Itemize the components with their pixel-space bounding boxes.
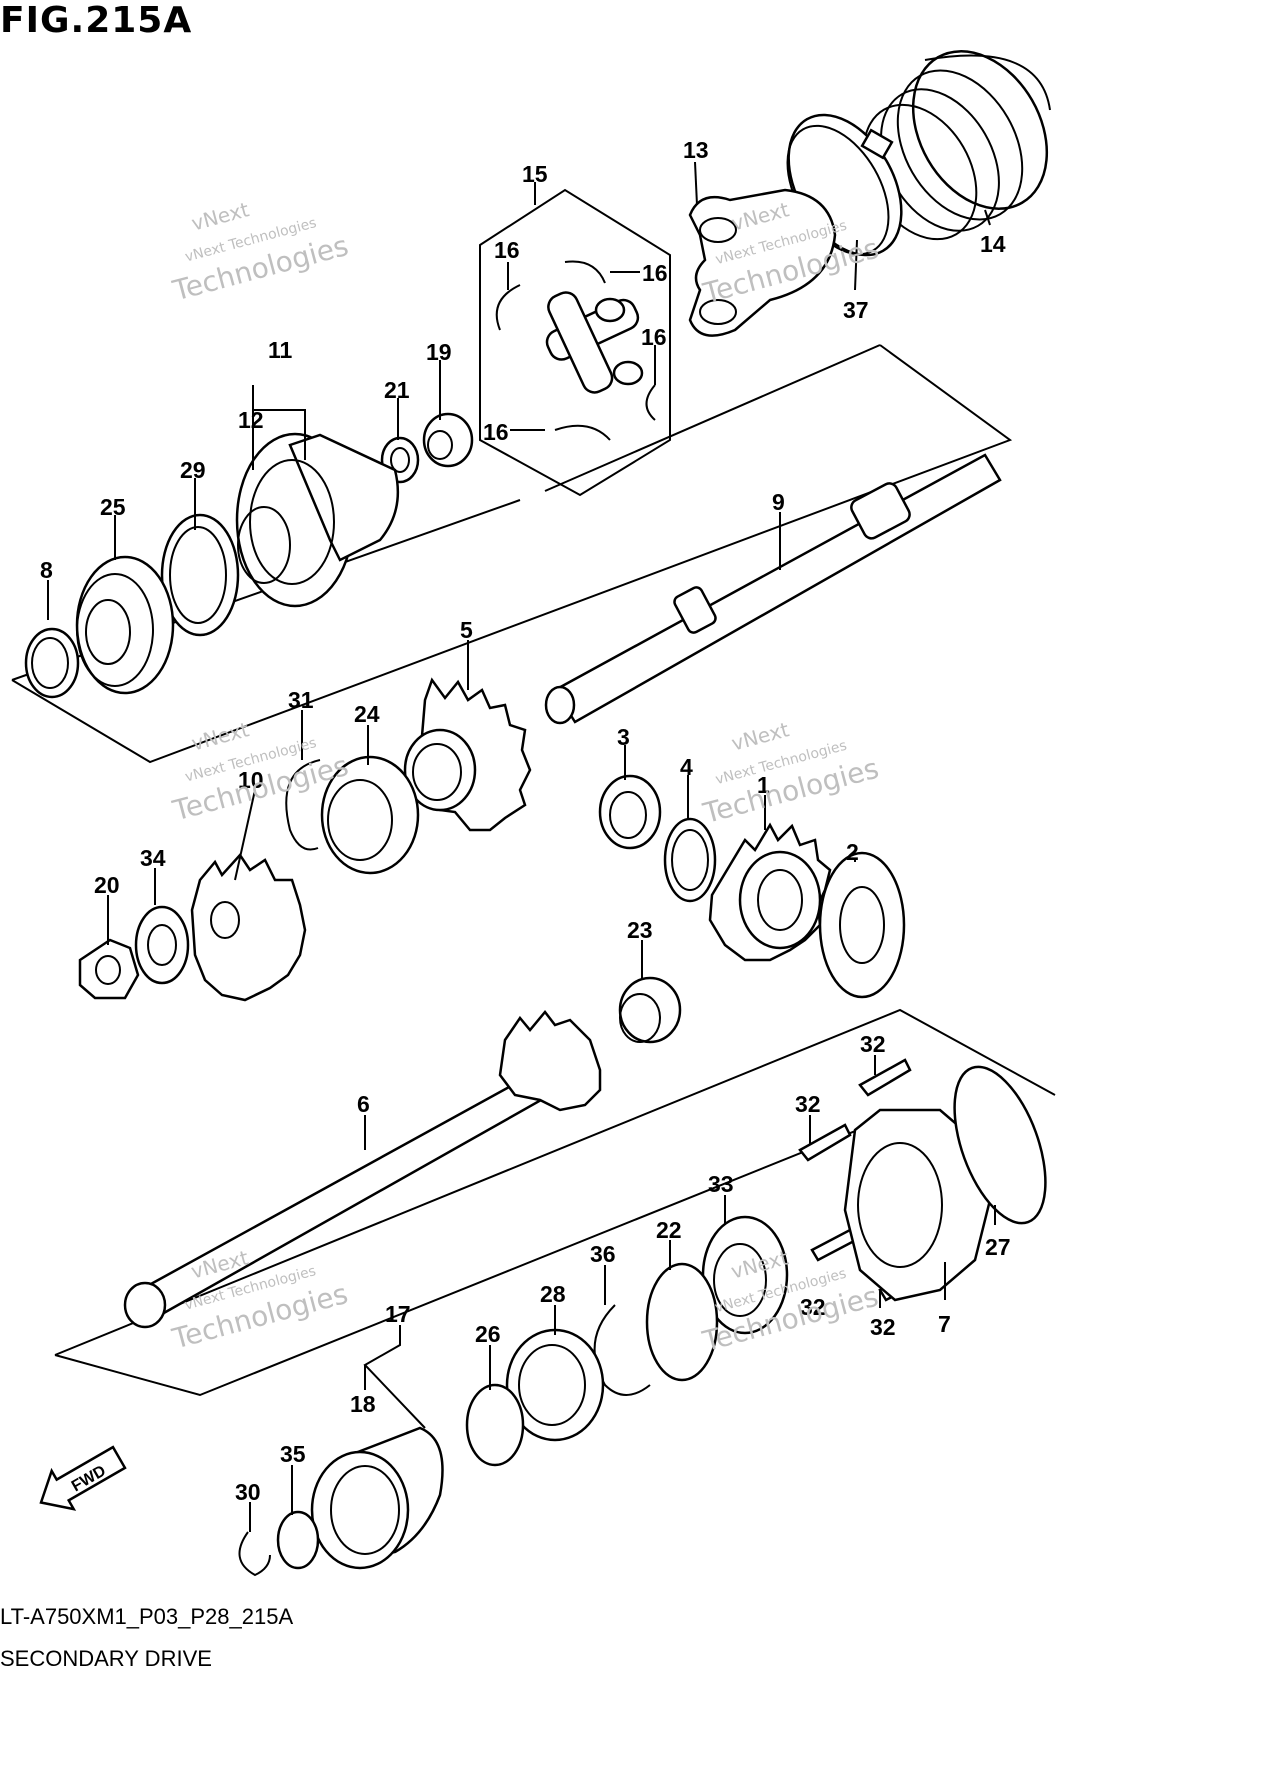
callout-33: 33 [708, 1171, 734, 1197]
circlip-part-30[interactable] [238, 1531, 271, 1577]
callout-32: 32 [795, 1091, 821, 1117]
circlip-part-35[interactable] [276, 1510, 320, 1570]
callout-25: 25 [100, 494, 126, 520]
callout-15: 15 [522, 161, 548, 187]
callout-32: 32 [860, 1031, 886, 1057]
callout-22: 22 [656, 1217, 682, 1243]
o-ring-part-27[interactable] [936, 1055, 1064, 1235]
callout-24: 24 [354, 701, 380, 727]
callout-2: 2 [846, 839, 859, 865]
fwd-direction-arrow: FWD [39, 1445, 127, 1511]
svg-text:vNext: vNext [189, 197, 252, 235]
svg-text:vNext: vNext [189, 717, 252, 755]
washer-part-8[interactable] [24, 627, 80, 699]
callout-35: 35 [280, 1441, 306, 1467]
callout-27: 27 [985, 1234, 1011, 1260]
callout-31: 31 [288, 687, 314, 713]
gear-part-10[interactable] [190, 852, 307, 1002]
diagram-caption: SECONDARY DRIVE [0, 1646, 212, 1671]
callout-21: 21 [384, 377, 410, 403]
universal-joint-cross-part-15[interactable] [543, 289, 644, 397]
seal-part-28[interactable] [505, 1328, 605, 1442]
callout-34: 34 [140, 845, 166, 871]
cover-part-18[interactable] [310, 1426, 444, 1570]
circlip-part-16[interactable] [495, 260, 656, 441]
watermark-top-left: vNext vNext Technologies Technologies [169, 197, 352, 307]
callout-4: 4 [680, 754, 693, 780]
callout-23: 23 [627, 917, 653, 943]
callout-10: 10 [238, 767, 264, 793]
callout-16: 16 [483, 419, 509, 445]
callout-1: 1 [757, 772, 770, 798]
callout-28: 28 [540, 1281, 566, 1307]
callout-37: 37 [843, 297, 869, 323]
callout-17: 17 [385, 1301, 411, 1327]
bevel-gear-part-5[interactable] [403, 677, 532, 832]
callout-3: 3 [617, 724, 630, 750]
callout-13: 13 [683, 137, 709, 163]
nut-part-19[interactable] [422, 412, 474, 468]
callout-14: 14 [980, 231, 1006, 257]
needle-bearing-part-24[interactable] [320, 755, 420, 875]
callout-29: 29 [180, 457, 206, 483]
bevel-gear-part-1[interactable] [708, 822, 832, 962]
circlip-part-36[interactable] [593, 1304, 651, 1396]
callout-30: 30 [235, 1479, 261, 1505]
callout-labels: 13 14 37 15 16 16 16 16 11 12 21 19 29 2… [40, 137, 1011, 1505]
yoke-part-13[interactable] [688, 188, 837, 337]
callout-19: 19 [426, 339, 452, 365]
callout-8: 8 [40, 557, 53, 583]
callout-6: 6 [357, 1091, 370, 1117]
callout-16: 16 [642, 260, 668, 286]
callout-18: 18 [350, 1391, 376, 1417]
housing-part-7[interactable] [843, 1108, 992, 1302]
flange-yoke-part-11[interactable] [235, 432, 400, 608]
callout-16: 16 [494, 237, 520, 263]
callout-32: 32 [800, 1294, 826, 1320]
callout-9: 9 [772, 489, 785, 515]
callout-11: 11 [268, 337, 293, 363]
circlip-part-31[interactable] [285, 759, 321, 851]
universal-joint-kit-boundary [479, 188, 671, 497]
leader-lines [47, 161, 996, 1532]
shim-part-2[interactable] [818, 851, 906, 999]
assembly-boundary-lower [54, 1008, 1056, 1397]
seal-part-29[interactable] [160, 513, 240, 637]
washer-part-4[interactable] [663, 817, 717, 903]
shaft-part-9[interactable] [544, 453, 1002, 725]
callout-12: 12 [238, 407, 264, 433]
o-ring-part-26[interactable] [465, 1383, 525, 1467]
callout-5: 5 [460, 617, 473, 643]
bearing-part-33[interactable] [701, 1215, 789, 1335]
svg-text:vNext: vNext [729, 717, 792, 755]
diagram-code: LT-A750XM1_P03_P28_215A [0, 1604, 294, 1629]
needle-bearing-part-23[interactable] [618, 976, 682, 1044]
callout-32: 32 [870, 1314, 896, 1340]
o-ring-part-22[interactable] [645, 1262, 719, 1382]
callout-36: 36 [590, 1241, 616, 1267]
washer-part-34[interactable] [134, 905, 190, 985]
bearing-part-25[interactable] [75, 555, 175, 695]
bushing-part-3[interactable] [598, 774, 662, 850]
nut-part-20[interactable] [78, 938, 140, 1000]
drive-shaft-part-6[interactable] [123, 1010, 602, 1329]
callout-7: 7 [938, 1311, 951, 1337]
callout-20: 20 [94, 872, 120, 898]
callout-16: 16 [641, 324, 667, 350]
callout-26: 26 [475, 1321, 501, 1347]
figure-title: FIG.215A [0, 0, 193, 41]
watermark-mid-right: vNext vNext Technologies Technologies [699, 717, 882, 830]
